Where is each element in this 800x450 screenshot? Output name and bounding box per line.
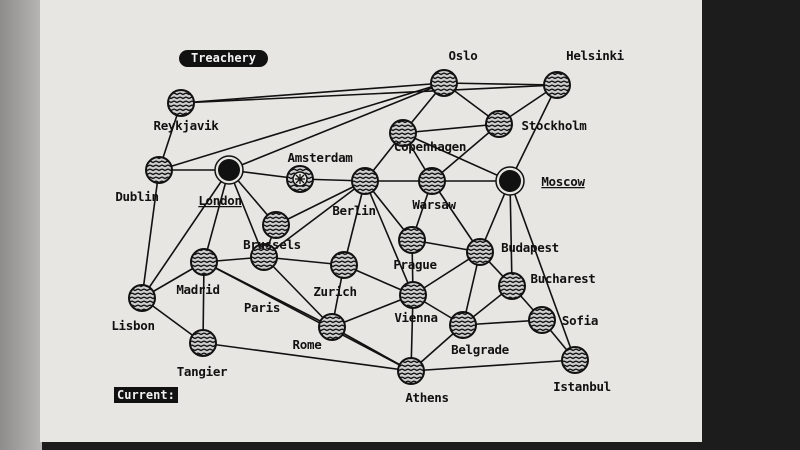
city-label-copenhagen: Copenhagen	[394, 139, 466, 154]
city-label-moscow: Moscow	[541, 174, 585, 189]
route-berlin-vienna	[364, 180, 414, 296]
city-node-reykjavik[interactable]	[167, 89, 195, 117]
game-title-badge: Treachery	[179, 50, 268, 67]
city-node-brussels[interactable]	[262, 211, 290, 239]
city-node-sofia[interactable]	[528, 306, 556, 334]
city-label-tangier: Tangier	[177, 364, 228, 379]
route-berlin-brussels	[275, 180, 366, 226]
route-copenhagen-stockholm	[402, 123, 500, 134]
route-helsinki-moscow	[509, 84, 558, 182]
city-node-budapest[interactable]	[466, 238, 494, 266]
route-berlin-zurich	[343, 180, 366, 266]
city-label-helsinki: Helsinki	[566, 48, 625, 63]
city-node-helsinki[interactable]	[543, 71, 571, 99]
route-madrid-london	[203, 169, 230, 263]
route-warsaw-budapest	[431, 180, 481, 253]
route-paris-london	[228, 169, 265, 258]
city-label-oslo: Oslo	[449, 48, 478, 63]
city-node-prague[interactable]	[398, 226, 426, 254]
city-label-amsterdam: Amsterdam	[287, 150, 353, 165]
route-moscow-istanbul	[509, 180, 576, 361]
city-label-istanbul: Istanbul	[553, 379, 611, 394]
city-node-zurich[interactable]	[330, 251, 358, 279]
city-label-stockholm: Stockholm	[521, 118, 587, 133]
city-node-vienna[interactable]	[399, 281, 427, 309]
city-label-zurich: Zurich	[313, 284, 356, 299]
city-label-berlin: Berlin	[332, 203, 375, 218]
city-label-belgrade: Belgrade	[451, 342, 510, 357]
city-node-tangier[interactable]	[189, 329, 217, 357]
route-berlin-paris	[263, 180, 366, 258]
city-label-london: London	[198, 193, 241, 208]
city-label-sofia: Sofia	[562, 313, 598, 328]
city-label-brussels: Brussels	[243, 237, 301, 252]
route-rome-madrid	[203, 261, 333, 328]
route-london-oslo	[228, 82, 445, 171]
route-helsinki-oslo	[443, 82, 558, 86]
route-rome-vienna	[331, 294, 414, 328]
route-rome-paris	[263, 256, 333, 328]
route-athens-tangier	[202, 342, 412, 372]
city-node-stockholm[interactable]	[485, 110, 513, 138]
city-node-belgrade[interactable]	[449, 311, 477, 339]
city-node-berlin[interactable]	[351, 167, 379, 195]
city-node-paris[interactable]	[250, 243, 278, 271]
city-node-oslo[interactable]	[430, 69, 458, 97]
city-label-dublin: Dublin	[115, 189, 158, 204]
city-label-reykjavik: Reykjavik	[153, 118, 219, 133]
city-label-lisbon: Lisbon	[111, 318, 154, 333]
current-player-label: Current:	[114, 387, 178, 403]
monitor-bezel	[0, 0, 42, 450]
city-node-amsterdam[interactable]	[286, 165, 314, 193]
route-dublin-oslo	[158, 82, 445, 171]
city-node-istanbul[interactable]	[561, 346, 589, 374]
city-node-copenhagen[interactable]	[389, 119, 417, 147]
city-label-madrid: Madrid	[176, 282, 219, 297]
city-label-bucharest: Bucharest	[530, 271, 595, 286]
city-label-athens: Athens	[405, 390, 448, 405]
city-label-vienna: Vienna	[394, 310, 437, 325]
city-label-warsaw: Warsaw	[412, 197, 456, 212]
city-node-rome[interactable]	[318, 313, 346, 341]
route-lisbon-london	[141, 169, 230, 299]
city-node-lisbon[interactable]	[128, 284, 156, 312]
route-reykjavik-oslo	[180, 82, 445, 104]
route-copenhagen-moscow	[402, 132, 511, 182]
route-stockholm-warsaw	[431, 123, 500, 182]
city-node-dublin[interactable]	[145, 156, 173, 184]
city-label-paris: Paris	[244, 300, 280, 315]
city-node-athens[interactable]	[397, 357, 425, 385]
city-label-budapest: Budapest	[501, 240, 559, 255]
city-node-warsaw[interactable]	[418, 167, 446, 195]
route-reykjavik-helsinki	[180, 84, 558, 104]
route-lisbon-dublin	[141, 169, 160, 299]
city-node-madrid[interactable]	[190, 248, 218, 276]
route-istanbul-athens	[410, 359, 576, 372]
game-screen	[40, 0, 702, 442]
city-label-rome: Rome	[293, 337, 323, 352]
route-moscow-bucharest	[509, 180, 513, 287]
city-node-moscow[interactable]	[495, 166, 525, 196]
city-layer	[128, 69, 589, 385]
city-node-bucharest[interactable]	[498, 272, 526, 300]
city-node-london[interactable]	[214, 155, 244, 185]
city-label-prague: Prague	[393, 257, 437, 272]
